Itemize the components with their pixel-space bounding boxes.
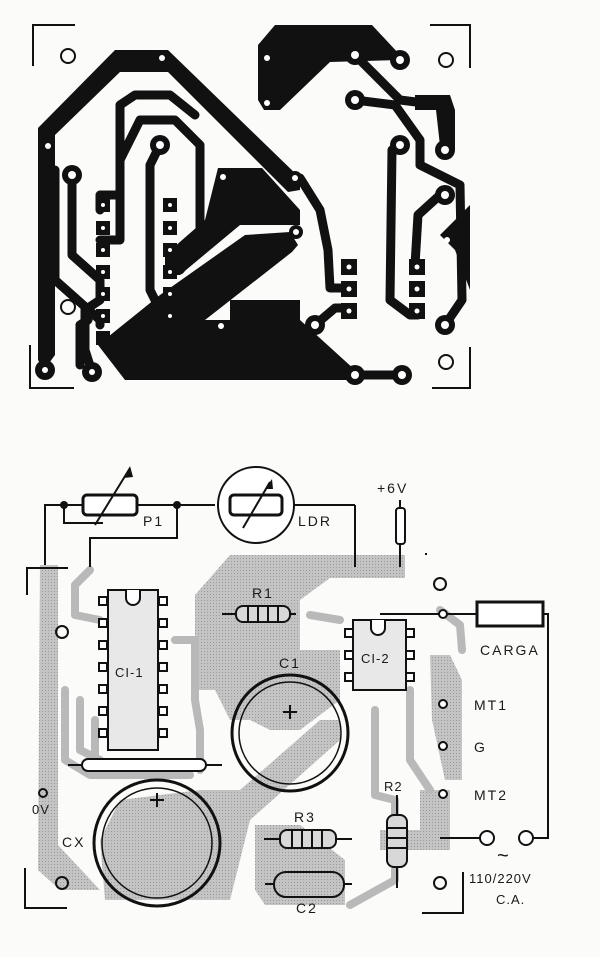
supply-resistor (395, 507, 406, 545)
c1-capacitor (230, 673, 350, 793)
ac-symbol: ~ (497, 845, 509, 867)
r3-label: R3 (294, 809, 316, 825)
p1-label: P1 (143, 513, 164, 529)
r1-resistor (222, 605, 296, 623)
r1-label: R1 (252, 585, 274, 601)
supply-label: +6V (377, 480, 408, 496)
load-label: CARGA (480, 642, 540, 658)
corner-marks-top (29, 24, 471, 389)
ground-label: 0V (32, 802, 50, 817)
component-layout: P1 LDR +6V CI-1 (24, 466, 549, 916)
gate-label: G (474, 739, 487, 755)
ac-label: C.A. (496, 892, 525, 907)
axial-component (68, 758, 222, 772)
mounting-holes-top (60, 48, 454, 370)
copper-layout (29, 24, 471, 389)
ci2-label: CI-2 (361, 651, 390, 666)
mt1-label: MT1 (474, 697, 508, 713)
c2-capacitor (265, 871, 352, 898)
r2-label: R2 (384, 779, 403, 794)
copper-pads (35, 45, 455, 385)
ground-pad (38, 788, 48, 798)
ldr-sensor (217, 466, 295, 544)
junction-dots (60, 501, 181, 509)
p1-trimmer (81, 466, 139, 526)
copper-pour-bottom (98, 232, 355, 380)
triac-pads (438, 609, 448, 799)
r2-resistor (386, 795, 408, 888)
ldr-label: LDR (298, 513, 332, 529)
c1-label: C1 (279, 655, 301, 671)
gray-traces (61, 566, 466, 909)
ci1-label: CI-1 (115, 665, 144, 680)
ac-terminals (479, 830, 534, 846)
ci1-chip (98, 589, 168, 751)
ci2-chip (344, 619, 415, 691)
mt2-label: MT2 (474, 787, 508, 803)
copper-ground-plane (38, 50, 300, 370)
c2-label: C2 (296, 900, 318, 916)
r3-resistor (264, 829, 352, 849)
ac-voltage-label: 110/220V (469, 871, 532, 886)
load-box (475, 600, 545, 628)
cx-capacitor (92, 778, 222, 908)
cx-label: CX (62, 834, 85, 850)
mounting-holes-bottom (55, 577, 447, 890)
copper-pour-top (258, 25, 400, 110)
